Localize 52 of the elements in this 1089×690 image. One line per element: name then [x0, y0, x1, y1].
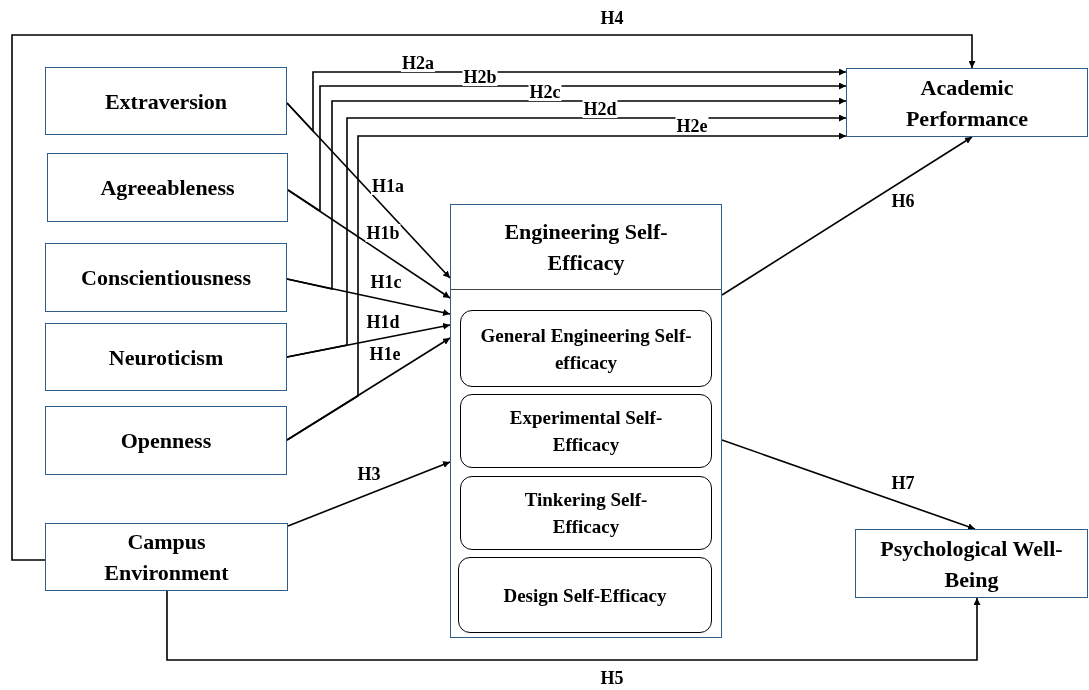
edge-label: H1b: [365, 224, 401, 242]
edge-label: H3: [356, 465, 382, 483]
construct-box: [855, 529, 1088, 598]
node-label: Experimental Self-Efficacy: [508, 406, 664, 457]
edge-label: H2c: [528, 83, 562, 101]
rounded-box: [460, 476, 712, 550]
edge-label: H7: [890, 474, 916, 492]
edge-label: H1c: [369, 273, 403, 291]
arrow: [287, 461, 451, 527]
construct-box: [45, 67, 287, 135]
construct-box: [45, 243, 287, 312]
node-label: Tinkering Self-Efficacy: [523, 488, 649, 539]
group-box: [450, 204, 722, 638]
edge-label: H2a: [401, 54, 435, 72]
construct-box: [45, 323, 287, 391]
node-label: Academic Performance: [904, 73, 1030, 133]
edge-label: H2b: [462, 68, 498, 86]
construct-box: [846, 68, 1088, 137]
construct-box: [45, 406, 287, 475]
rounded-box: [458, 557, 712, 633]
node-label: Design Self-Efficacy: [503, 583, 667, 608]
group-heading: Engineering Self-Efficacy: [503, 218, 669, 277]
edge-label: H1e: [368, 345, 402, 363]
arrow: [286, 68, 847, 134]
edge-label: H1a: [371, 177, 405, 195]
arrow: [286, 114, 847, 358]
edge-label: H2e: [675, 117, 709, 135]
rounded-box: [460, 310, 712, 387]
node-label: Campus Environment: [103, 528, 230, 587]
node-label: General Engineering Self-efficacy: [479, 323, 693, 375]
construct-box: [45, 523, 288, 591]
node-label: Psychological Well-Being: [879, 534, 1064, 594]
arrow: [721, 439, 976, 530]
edge-label: H6: [890, 192, 916, 210]
arrow: [11, 34, 976, 561]
arrow: [721, 136, 973, 296]
node-label: Conscientiousness: [81, 264, 251, 292]
construct-box: [47, 153, 288, 222]
edge-label: H1d: [365, 313, 401, 331]
arrow: [286, 97, 847, 290]
node-label: Agreeableness: [100, 174, 235, 202]
edge-label: H5: [599, 669, 625, 687]
arrow: [287, 82, 847, 213]
arrow: [166, 590, 981, 661]
node-label: Neuroticism: [108, 343, 224, 372]
edge-label: H2d: [582, 100, 618, 118]
node-label: Openness: [120, 427, 212, 455]
arrow: [286, 132, 847, 441]
arrow: [286, 278, 451, 316]
rounded-box: [460, 394, 712, 468]
node-label: Extraversion: [104, 87, 228, 116]
edge-label: H4: [599, 9, 625, 27]
